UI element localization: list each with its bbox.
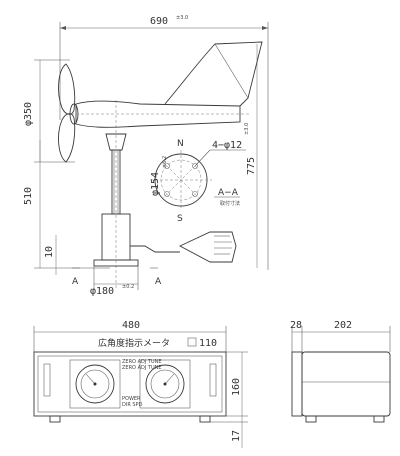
bolt-hole	[164, 191, 170, 197]
dim-side-a-label: 28	[290, 320, 302, 331]
propeller-blade-upper	[58, 63, 76, 115]
side-foot-left	[305, 415, 317, 423]
section-mark-right: A	[155, 277, 162, 287]
leader-holes	[194, 149, 211, 167]
indicator-side-view: 28 202	[290, 320, 391, 423]
dim-base-dia-tol: ±0.2	[122, 284, 134, 290]
gauge-left-scale	[80, 369, 110, 399]
foot-right	[199, 415, 211, 423]
model-number: 110	[199, 338, 217, 349]
dim-width-label: 690	[150, 16, 168, 27]
section-a-a: N S 4−φ12 φ154 ±0.2 A−A 取付寸法	[150, 139, 246, 224]
cable-connector	[178, 231, 237, 263]
dim-front-width-label: 480	[122, 320, 140, 331]
pcd-tol: ±0.2	[162, 156, 168, 168]
gauge-top-caption-right: ZERO ADJ TUNE	[122, 365, 162, 371]
dim-width-tol: ±3.0	[176, 15, 188, 21]
bolt-hole	[192, 163, 198, 169]
south-label: S	[177, 214, 183, 224]
dim-front-height-label: 160	[231, 378, 242, 396]
foot-left	[49, 415, 61, 423]
indicator-case	[33, 351, 227, 417]
cable-lead	[130, 245, 180, 253]
indicator-label: 広角度指示メータ	[98, 337, 170, 349]
indicator-front-view: 480 広角度指示メータ 110 ZERO ADJ TUNE ZERO ADJ …	[33, 320, 248, 448]
dim-base-dia-label: φ180	[90, 286, 114, 297]
tail-fin	[164, 41, 263, 107]
indicator-inner-frame	[37, 355, 223, 413]
gauge-left-dial	[75, 364, 115, 404]
dim-mast-label: 510	[23, 187, 34, 205]
gauge-right-scale	[150, 369, 180, 399]
side-foot-right	[373, 415, 385, 423]
section-note: 取付寸法	[220, 200, 240, 207]
right-slot	[209, 363, 217, 397]
dim-total-tol: ±3.0	[244, 123, 250, 135]
gauge-bottom-caption-left: POWER	[122, 396, 141, 402]
dim-base-height-label: 10	[44, 246, 55, 258]
gauge-right-pivot	[163, 382, 167, 386]
north-label: N	[177, 139, 184, 149]
left-slot	[43, 363, 51, 397]
gauge-bottom-caption-right: DIR SPD	[122, 402, 143, 408]
gauge-right-needle	[164, 373, 175, 385]
dim-side-b-label: 202	[334, 320, 352, 331]
diag-line	[162, 161, 200, 199]
arrow	[60, 26, 66, 30]
pcd-label: φ154	[150, 172, 161, 196]
side-front-panel	[291, 351, 303, 417]
wind-vane-drawing: 690 ±3.0 φ350 510 10 775 ±3.0	[23, 15, 269, 297]
dim-total-label: 775	[246, 157, 257, 175]
model-box	[187, 337, 197, 347]
gauge-left-pivot	[93, 382, 97, 386]
bolt-hole	[192, 191, 198, 197]
gauge-right-frame	[139, 359, 191, 409]
gauge-top-caption-left: ZERO ADJ TUNE	[122, 359, 162, 365]
base-flange	[93, 259, 139, 267]
section-mark-left: A	[72, 277, 79, 287]
propeller-blade-lower	[58, 113, 76, 163]
bolt-hole	[164, 163, 170, 169]
arrow	[262, 26, 268, 30]
gauge-left-frame	[69, 359, 121, 409]
section-title: A−A	[218, 188, 239, 198]
tail-fin-edge	[214, 43, 249, 99]
holes-label: 4−φ12	[212, 140, 242, 151]
gauge-left-needle	[85, 373, 96, 385]
vane-body	[75, 100, 241, 128]
dim-foot-label: 17	[231, 430, 242, 442]
mast-collar	[105, 133, 127, 151]
side-case	[301, 351, 391, 417]
gauge-right-dial	[145, 364, 185, 404]
dim-propeller-label: φ350	[23, 102, 34, 126]
